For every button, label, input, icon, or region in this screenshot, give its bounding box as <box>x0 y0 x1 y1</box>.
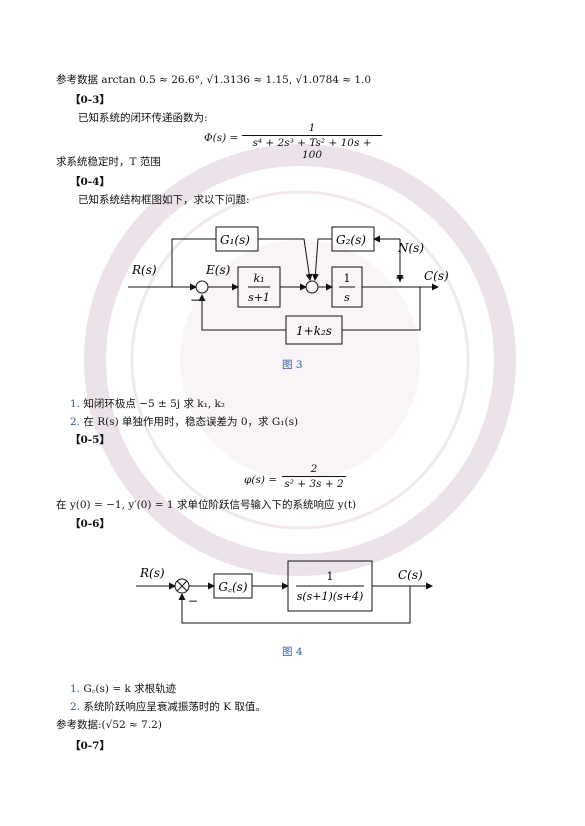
transfer-function-fraction: 1 s⁴ + 2s³ + Ts² + 10s + 100 <box>242 122 382 161</box>
q06-item-1-text: G꜀(s) = k 求根轨迹 <box>83 683 177 695</box>
phi-numerator: 2 <box>282 463 346 477</box>
fig4-controller-label: G꜀(s) <box>218 580 248 594</box>
fig3-integrator-denominator: s <box>344 291 350 304</box>
question-ask-0-5: 在 y(0) = −1, y′(0) = 1 求单位阶跃信号输入下的系统响应 y… <box>56 499 357 511</box>
q04-item-2-text: 在 R(s) 单独作用时，稳态误差为 0，求 G₁(s) <box>83 416 299 428</box>
fig3-disturbance-label: N(s) <box>397 241 424 255</box>
reference-data-0-6: 参考数据:(√52 ≈ 7.2) <box>56 719 162 731</box>
fig3-k1-numerator: k₁ <box>253 272 264 285</box>
q04-item-2-number: 2. <box>70 416 81 428</box>
fig3-integrator-numerator: 1 <box>344 272 351 285</box>
question-ask-0-3: 求系统稳定时，T 范围 <box>56 156 161 168</box>
fig4-output-label: C(s) <box>398 568 423 582</box>
question-tag-0-4: 【0-4】 <box>70 176 110 188</box>
transfer-function-numerator: 1 <box>242 122 382 136</box>
q06-item-2-number: 2. <box>70 701 81 713</box>
question-intro-0-4: 已知系统结构框图如下，求以下问题: <box>78 194 250 206</box>
fig4-plant-numerator: 1 <box>327 570 334 583</box>
block-diagram-fig3: R(s) E(s) G₁(s) G₂(s) N(s) k₁ s+1 1 s C(… <box>128 226 449 345</box>
fig4-minus-sign: − <box>188 594 198 608</box>
question-tag-0-5: 【0-5】 <box>70 434 110 446</box>
block-diagram-fig4: R(s) G꜀(s) 1 s(s+1)(s+4) C(s) − <box>136 560 433 624</box>
reference-data-line: 参考数据 arctan 0.5 ≈ 26.6°, √1.3136 ≈ 1.15,… <box>56 74 372 86</box>
fig3-output-label: C(s) <box>424 269 449 283</box>
figure-3-caption: 图 3 <box>282 359 303 371</box>
q06-item-2-text: 系统阶跃响应呈衰减振荡时的 K 取值。 <box>83 701 266 713</box>
fig3-plus-sign: + <box>395 271 405 285</box>
fig3-k1-denominator: s+1 <box>248 291 270 304</box>
fig4-input-label: R(s) <box>139 566 165 580</box>
q04-item-2: 2. 在 R(s) 单独作用时，稳态误差为 0，求 G₁(s) <box>70 415 298 429</box>
fig3-minus-sign: − <box>190 293 200 307</box>
fig3-g2-block-label: G₂(s) <box>336 233 366 247</box>
phi-denominator: s² + 3s + 2 <box>284 478 344 490</box>
q06-item-1: 1. G꜀(s) = k 求根轨迹 <box>70 682 176 696</box>
fig3-g1-block-label: G₁(s) <box>220 233 250 247</box>
fig3-input-label: R(s) <box>131 263 157 277</box>
fig4-plant-denominator: s(s+1)(s+4) <box>297 590 364 603</box>
q04-item-1-number: 1. <box>70 398 81 410</box>
q04-item-1: 1. 知闭环极点 −5 ± 5j 求 k₁, k₂ <box>70 397 225 411</box>
question-tag-0-7: 【0-7】 <box>70 740 110 752</box>
question-intro-0-3: 已知系统的闭环传递函数为: <box>78 112 208 124</box>
fig3-feedback-block-label: 1+k₂s <box>296 324 332 338</box>
question-tag-0-3: 【0-3】 <box>70 94 110 106</box>
fig3-error-label: E(s) <box>205 263 231 277</box>
q04-item-1-text: 知闭环极点 −5 ± 5j 求 k₁, k₂ <box>83 398 226 410</box>
transfer-function-denominator: s⁴ + 2s³ + Ts² + 10s + 100 <box>252 137 372 161</box>
phi-lhs: φ(s) = <box>244 474 278 486</box>
q06-item-1-number: 1. <box>70 683 81 695</box>
phi-fraction: 2 s² + 3s + 2 <box>282 463 346 490</box>
transfer-function-lhs: Φ(s) = <box>204 132 239 144</box>
q06-item-2: 2. 系统阶跃响应呈衰减振荡时的 K 取值。 <box>70 700 266 714</box>
question-tag-0-6: 【0-6】 <box>70 518 110 530</box>
figure-4-caption: 图 4 <box>282 646 303 658</box>
